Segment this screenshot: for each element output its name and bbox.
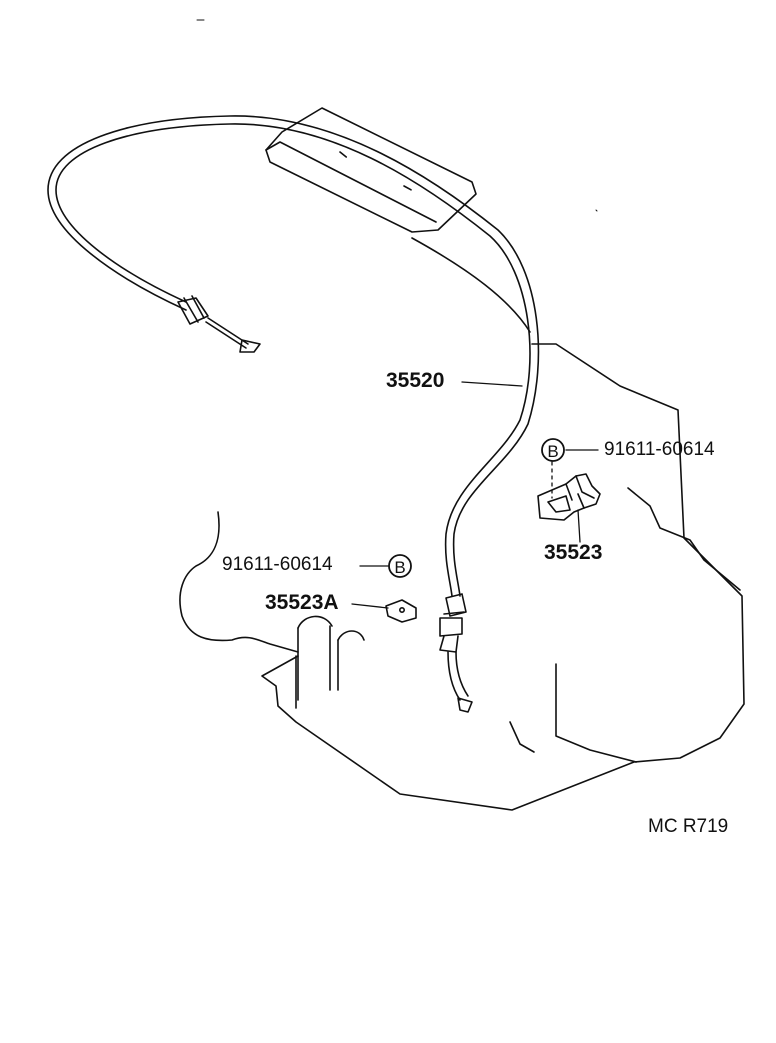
upper-panel-outline xyxy=(265,107,477,233)
clamp-35523A-drawing xyxy=(385,599,417,623)
callout-bolt-right: 91611-60614 xyxy=(604,439,715,460)
marker-right-label: B xyxy=(547,442,558,461)
leader-lines xyxy=(351,381,599,609)
marker-left: B xyxy=(388,554,412,578)
marker-right: B xyxy=(541,438,565,462)
callout-cable-35520: 35520 xyxy=(386,369,445,392)
figure-code: MC R719 xyxy=(648,816,729,837)
engine-outline xyxy=(179,237,745,811)
callout-clamp-35523: 35523 xyxy=(544,541,603,564)
callout-bolt-left: 91611-60614 xyxy=(222,554,333,575)
control-cable xyxy=(47,115,540,713)
clamp-35523-drawing xyxy=(537,473,601,521)
callout-clamp-35523A: 35523A xyxy=(265,591,339,614)
marker-left-label: B xyxy=(394,558,405,577)
